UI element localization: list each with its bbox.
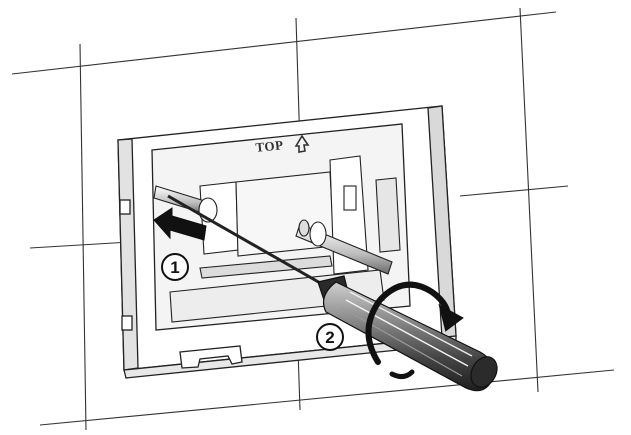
step-badge-1-label: 1 — [170, 258, 179, 277]
tile-joint-right-vertical — [519, 7, 539, 393]
step-badge-1-circle — [161, 253, 189, 281]
actuator-rod-right-nut — [298, 219, 310, 237]
tile-joint-middle-right — [459, 185, 569, 197]
screwdriver-grip-line-3 — [341, 307, 463, 377]
arrow-up-icon — [294, 134, 310, 153]
actuator-rod-right-collar — [309, 221, 327, 247]
step-badge-2-label: 2 — [325, 328, 334, 347]
step-badge-1: 1 — [161, 253, 189, 281]
top-marking: TOP — [255, 134, 310, 155]
tile-joint-left-vertical — [79, 43, 87, 431]
screwdriver-grip-line-1 — [349, 291, 473, 357]
frame-clip-left-lower — [121, 315, 133, 331]
screwdriver-grip-line-2 — [345, 299, 469, 367]
mechanism-pin — [343, 185, 357, 211]
screwdriver-handle-end — [470, 356, 498, 388]
actuator-rods — [153, 185, 393, 275]
step-badge-2: 2 — [316, 323, 344, 351]
tile-joint-middle-left — [29, 241, 131, 249]
mechanism-bracket-right — [375, 177, 401, 253]
tile-joints — [11, 7, 615, 431]
step-badge-2-circle — [316, 323, 344, 351]
tile-joint-bottom — [39, 369, 615, 426]
top-label: TOP — [255, 137, 284, 155]
frame-bottom-bracket — [179, 345, 243, 369]
screwdriver — [167, 194, 498, 392]
screwdriver-shaft — [167, 194, 337, 294]
tile-joint-top — [11, 11, 557, 75]
mechanism-shelf — [199, 255, 333, 279]
frame-clip-left-upper — [119, 199, 131, 215]
rotate-clockwise-icon — [365, 281, 464, 380]
arrow-left-icon — [153, 207, 207, 241]
